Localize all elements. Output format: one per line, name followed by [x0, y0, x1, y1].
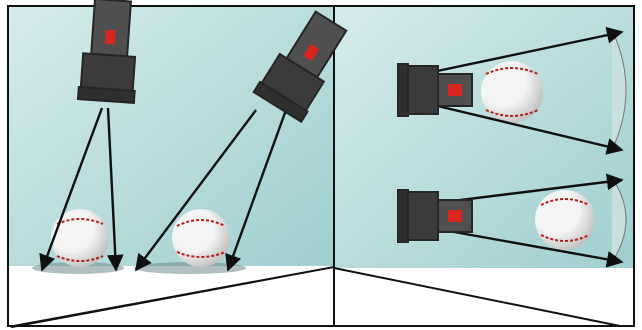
baseball-icon — [51, 209, 109, 267]
baseball-icon — [481, 61, 543, 123]
baseball-icon — [535, 190, 595, 250]
left-panel — [8, 6, 334, 328]
right-panel — [334, 6, 634, 326]
baseball-icon — [172, 209, 230, 267]
